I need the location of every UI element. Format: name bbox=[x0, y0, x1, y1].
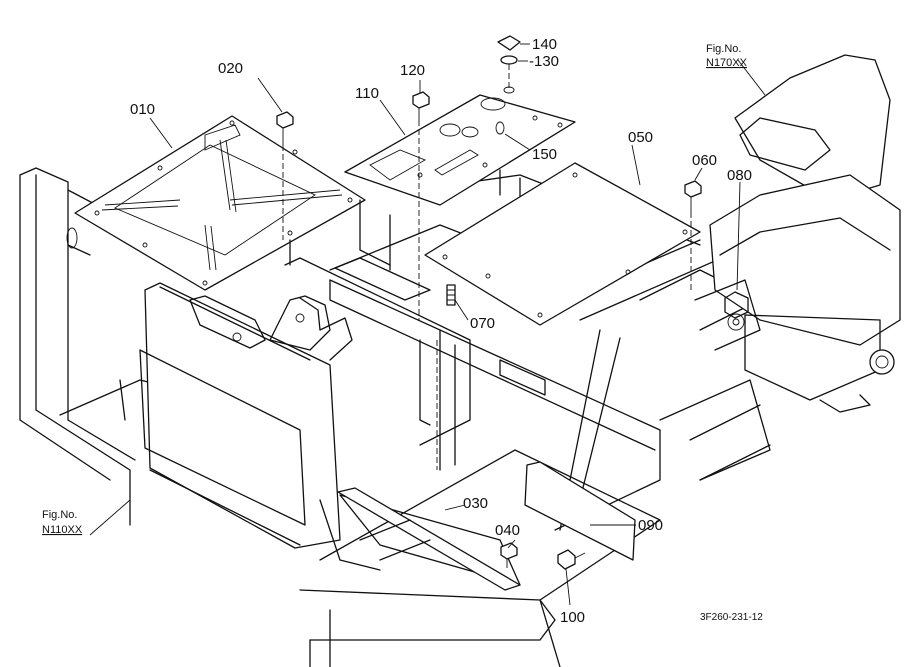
callout-050: 050 bbox=[628, 129, 653, 146]
bolt-060-icon bbox=[684, 180, 702, 212]
callout-110: 110 bbox=[355, 85, 379, 102]
bolt-120-icon bbox=[412, 91, 430, 120]
callout-010: 010 bbox=[130, 101, 155, 118]
bolt-040-icon bbox=[500, 542, 518, 568]
side-panel-assembly bbox=[139, 282, 353, 549]
callout-020: 020 bbox=[218, 60, 243, 77]
drawing-code: 3F260-231-12 bbox=[700, 612, 763, 623]
callout-150: 150 bbox=[532, 146, 557, 163]
fig-ref-right-number: N170XX bbox=[706, 57, 748, 69]
callout-labels: 010 020 030 040 050 060 070 080 090 100 … bbox=[130, 36, 752, 626]
bolt-100-icon bbox=[557, 549, 586, 570]
fasteners bbox=[276, 35, 749, 570]
callout-080: 080 bbox=[727, 167, 752, 184]
callout-060: 060 bbox=[692, 152, 717, 169]
seat bbox=[694, 54, 901, 413]
fig-ref-left: Fig.No. N110XX bbox=[42, 509, 83, 536]
alignment-lines bbox=[282, 64, 692, 470]
floor-deck bbox=[299, 449, 661, 667]
part-090-plate bbox=[524, 461, 636, 561]
callout-140: 140 bbox=[532, 36, 557, 53]
part-010-plate bbox=[74, 115, 366, 291]
callout-030: 030 bbox=[463, 495, 488, 512]
callout-120: 120 bbox=[400, 62, 425, 79]
callout-100: 100 bbox=[560, 609, 585, 626]
stud-070-icon bbox=[446, 284, 456, 306]
callout-090: 090 bbox=[638, 517, 663, 534]
callout-130: -130 bbox=[529, 53, 559, 70]
part-050-plate bbox=[424, 162, 701, 326]
clip-080-icon bbox=[724, 291, 749, 331]
fig-ref-right: Fig.No. N170XX bbox=[706, 43, 748, 69]
part-110-plate bbox=[344, 94, 576, 206]
fig-ref-left-number: N110XX bbox=[42, 524, 83, 536]
bolt-020-icon bbox=[276, 111, 294, 145]
fig-ref-right-label: Fig.No. bbox=[706, 43, 741, 55]
leader-lines bbox=[89, 43, 766, 606]
callout-070: 070 bbox=[470, 315, 495, 332]
fig-ref-left-label: Fig.No. bbox=[42, 509, 77, 521]
callout-040: 040 bbox=[495, 522, 520, 539]
